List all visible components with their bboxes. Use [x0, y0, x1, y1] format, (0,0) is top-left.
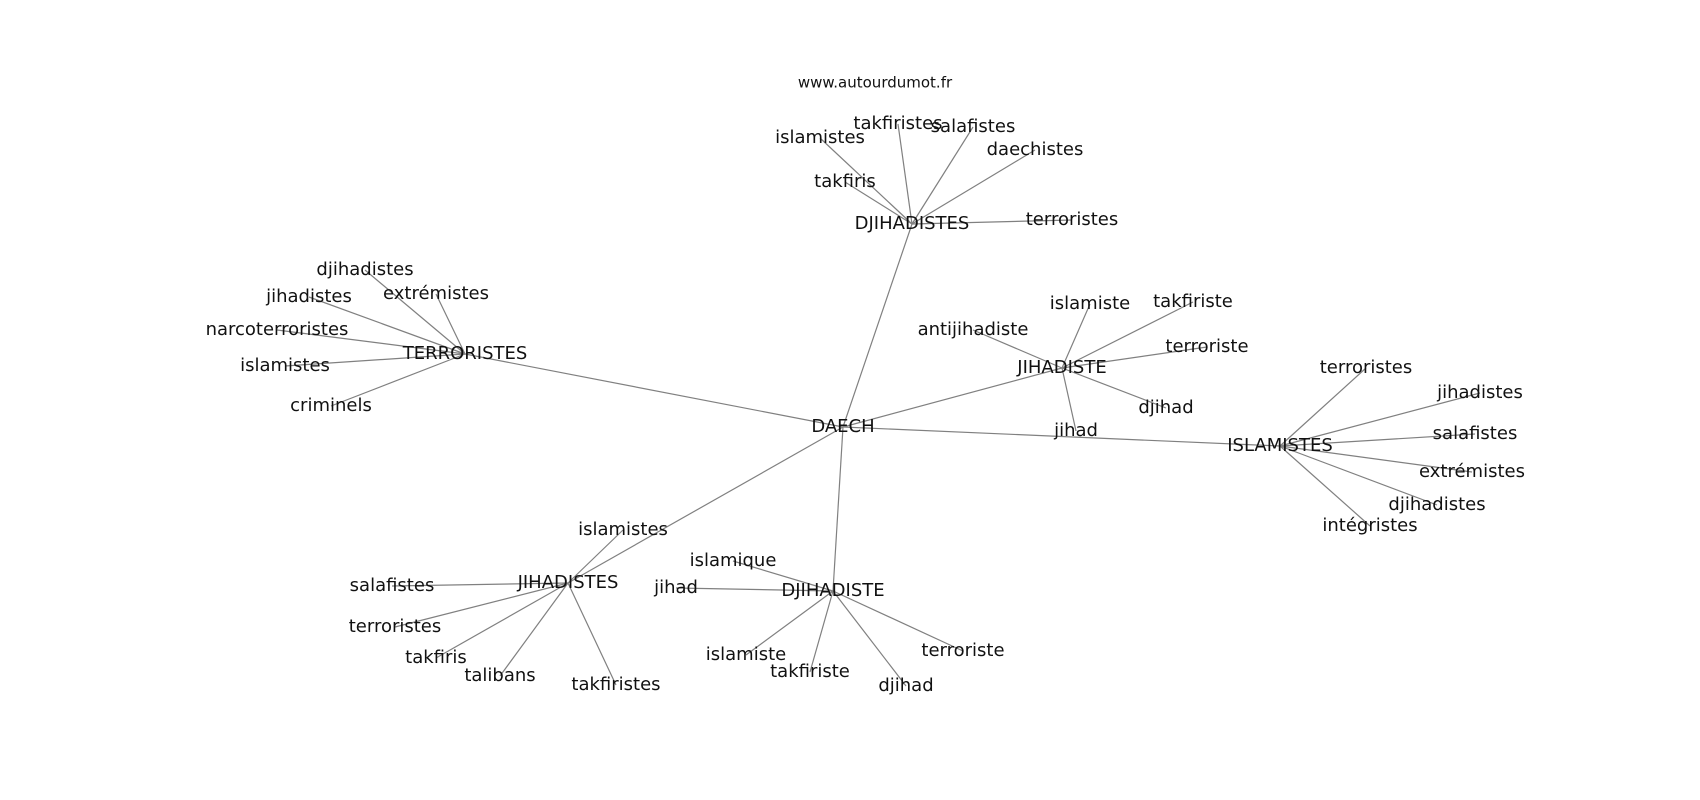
- edge-hub-leaf: [844, 181, 913, 225]
- site-credit: www.autourdumot.fr: [798, 74, 953, 92]
- edge-hub-leaf: [809, 590, 834, 673]
- leaf-node-label: islamique: [690, 550, 777, 571]
- leaf-node-label: intégristes: [1322, 515, 1417, 536]
- leaf-node-label: takfiriste: [1153, 291, 1233, 312]
- edge-hub-leaf: [1279, 433, 1476, 447]
- center-node-label: DAECH: [811, 416, 874, 437]
- hub-node-label: TERRORISTES: [402, 343, 528, 364]
- edge-hub-leaf: [391, 582, 569, 587]
- edge-hub-leaf: [819, 137, 913, 225]
- leaf-node-label: djihadistes: [1388, 494, 1485, 515]
- leaf-node-label: terroriste: [921, 640, 1004, 661]
- edge-center-hub: [842, 367, 1063, 428]
- edge-hub-leaf: [499, 582, 569, 677]
- edge-hub-leaf: [1061, 367, 1167, 409]
- edge-hub-leaf: [1279, 392, 1481, 447]
- edge-hub-leaf: [1279, 445, 1473, 473]
- edge-hub-leaf: [435, 582, 569, 659]
- leaf-node-label: extrémistes: [383, 283, 489, 304]
- edge-hub-leaf: [308, 296, 466, 355]
- edge-hub-leaf: [330, 353, 466, 407]
- edge-hub-leaf: [897, 123, 913, 225]
- leaf-node-label: terroristes: [1026, 209, 1119, 230]
- edge-hub-leaf: [911, 149, 1036, 225]
- leaf-node-label: takfiris: [814, 171, 876, 192]
- leaf-node-label: jihad: [653, 577, 698, 598]
- edge-hub-leaf: [911, 219, 1073, 225]
- edge-hub-leaf: [675, 587, 834, 592]
- hub-node-label: DJIHADISTES: [855, 213, 970, 234]
- edge-center-hub: [567, 426, 844, 584]
- leaf-node-label: criminels: [290, 395, 372, 416]
- edge-hub-leaf: [567, 582, 617, 686]
- hub-node-label: JIHADISTES: [517, 572, 619, 593]
- edge-hub-leaf: [1061, 303, 1091, 369]
- leaf-node-label: islamiste: [706, 644, 786, 665]
- leaf-node-label: jihadistes: [265, 286, 352, 307]
- hub-node-label: DJIHADISTE: [781, 580, 884, 601]
- leaf-node-label: takfiristes: [571, 674, 660, 695]
- leaf-node-label: terroristes: [1320, 357, 1413, 378]
- edge-hub-leaf: [567, 529, 624, 584]
- edge-center-hub: [842, 223, 913, 428]
- edge-hub-leaf: [284, 353, 466, 367]
- edge-hub-leaf: [364, 269, 466, 355]
- leaf-node-label: antijihadiste: [918, 319, 1029, 340]
- leaf-node-label: terroristes: [349, 616, 442, 637]
- edge-hub-leaf: [394, 582, 569, 628]
- leaf-node-label: islamistes: [240, 355, 330, 376]
- edge-hub-leaf: [1279, 445, 1438, 506]
- hub-node-label: ISLAMISTES: [1227, 435, 1333, 456]
- leaf-node-label: takfiristes: [853, 113, 942, 134]
- graph-edges: [276, 123, 1481, 687]
- edge-hub-leaf: [1061, 367, 1077, 432]
- edge-hub-leaf: [832, 590, 964, 652]
- edge-hub-leaf: [745, 590, 834, 656]
- edge-hub-leaf: [1061, 346, 1208, 369]
- edge-hub-leaf: [972, 329, 1063, 369]
- leaf-node-label: jihad: [1053, 420, 1098, 441]
- edge-hub-leaf: [832, 590, 907, 687]
- leaf-node-label: djihad: [878, 675, 933, 696]
- edge-center-hub: [842, 426, 1281, 447]
- leaf-node-label: islamiste: [1050, 293, 1130, 314]
- leaf-node-label: islamistes: [578, 519, 668, 540]
- edge-hub-leaf: [911, 126, 974, 225]
- edge-hub-leaf: [435, 293, 466, 355]
- edge-hub-leaf: [732, 560, 834, 592]
- edge-hub-leaf: [276, 329, 466, 355]
- leaf-node-label: terroriste: [1165, 336, 1248, 357]
- leaf-node-label: djihadistes: [316, 259, 413, 280]
- leaf-node-label: islamistes: [775, 127, 865, 148]
- leaf-node-label: djihad: [1138, 397, 1193, 418]
- leaf-node-label: takfiris: [405, 647, 467, 668]
- leaf-node-label: talibans: [464, 665, 535, 686]
- edge-center-hub: [832, 426, 844, 592]
- leaf-node-label: extrémistes: [1419, 461, 1525, 482]
- edge-hub-leaf: [1279, 445, 1371, 527]
- leaf-node-label: daechistes: [987, 139, 1084, 160]
- leaf-node-label: salafistes: [350, 575, 435, 596]
- leaf-node-label: jihadistes: [1436, 382, 1523, 403]
- edge-center-hub: [464, 353, 844, 428]
- edge-hub-leaf: [1061, 301, 1194, 369]
- edge-hub-leaf: [1279, 367, 1367, 447]
- leaf-node-label: takfiriste: [770, 661, 850, 682]
- leaf-node-label: salafistes: [931, 116, 1016, 137]
- leaf-node-label: salafistes: [1433, 423, 1518, 444]
- leaf-node-label: narcoterroristes: [206, 319, 349, 340]
- hub-node-label: JIHADISTE: [1016, 357, 1106, 378]
